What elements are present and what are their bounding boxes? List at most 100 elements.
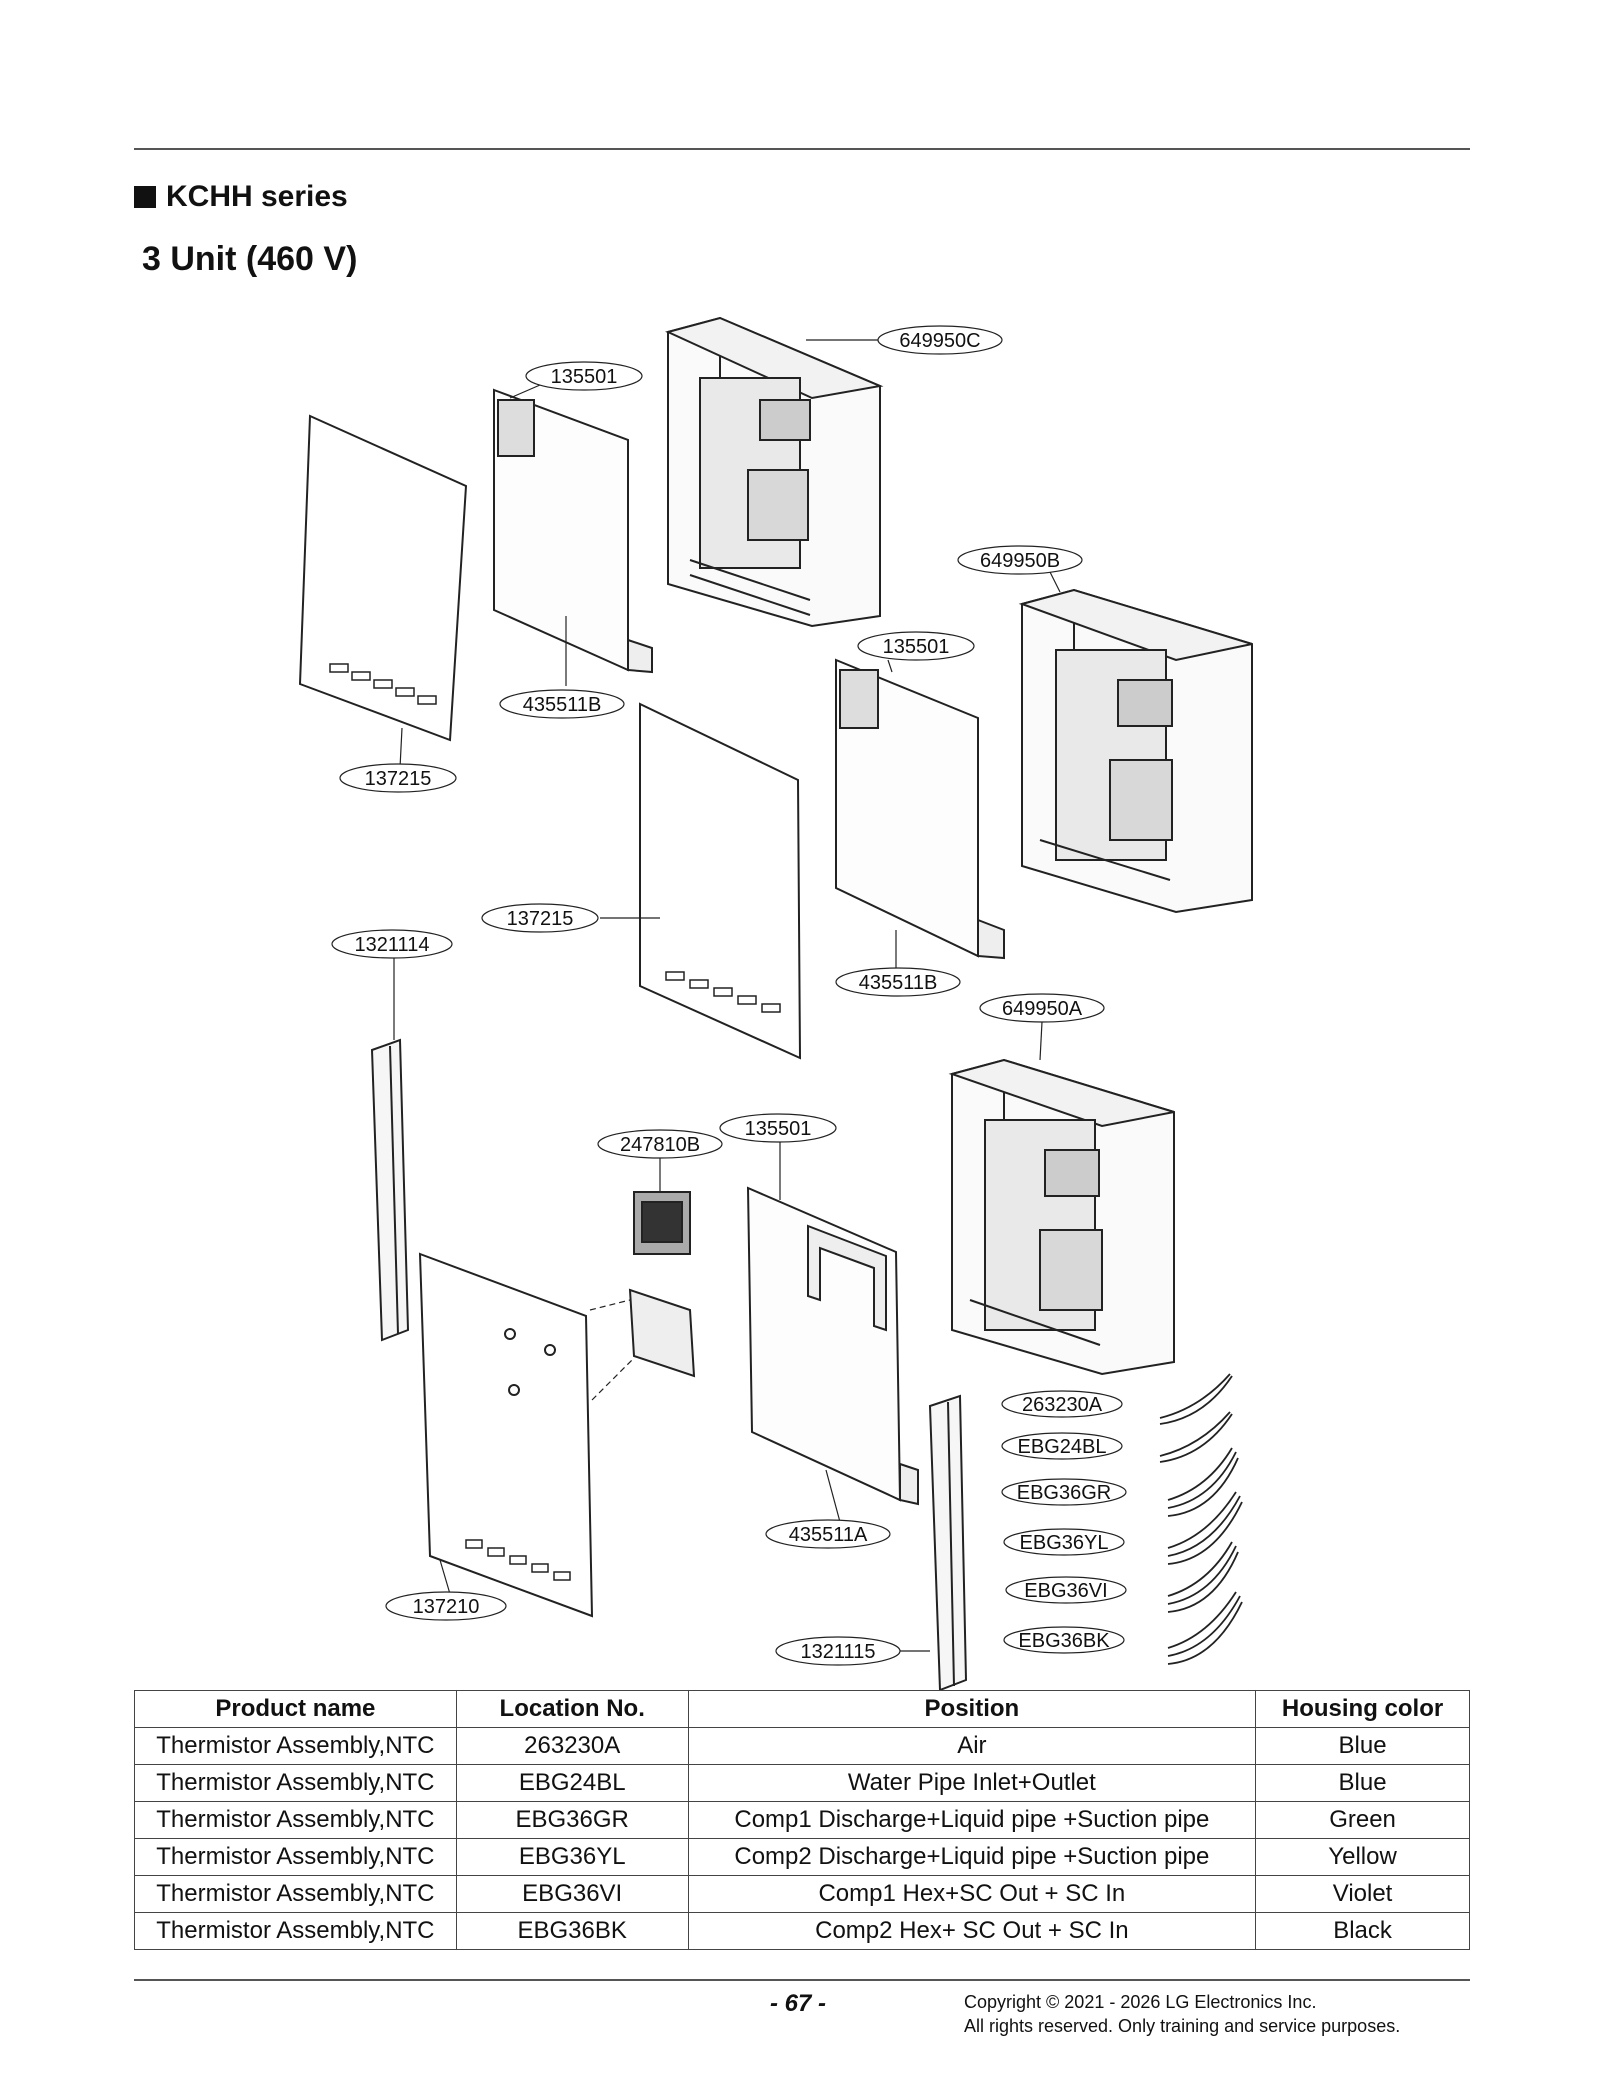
svg-text:1321114: 1321114 — [355, 934, 430, 956]
callout-1321114: 1321114 — [331, 929, 453, 959]
callout-135501-mid: 135501 — [857, 631, 975, 661]
table-row: Thermistor Assembly,NTC EBG36BK Comp2 He… — [134, 1912, 1470, 1950]
callout-135501-top: 135501 — [525, 361, 643, 391]
svg-text:EBG36GR: EBG36GR — [1017, 1482, 1111, 1504]
svg-text:649950A: 649950A — [1002, 998, 1083, 1020]
svg-text:EBG24BL: EBG24BL — [1018, 1436, 1107, 1458]
cell-location-no: 263230A — [455, 1727, 689, 1765]
cell-housing-color: Violet — [1255, 1875, 1470, 1913]
cell-location-no: EBG36GR — [455, 1801, 689, 1839]
square-bullet-icon — [134, 186, 156, 208]
callout-435511b-upper: 435511B — [499, 689, 625, 719]
table-row: Thermistor Assembly,NTC 263230A Air Blue — [134, 1727, 1470, 1765]
cell-product-name: Thermistor Assembly,NTC — [134, 1801, 457, 1839]
cell-location-no: EBG24BL — [455, 1764, 689, 1802]
cell-housing-color: Blue — [1255, 1727, 1470, 1765]
callout-649950b: 649950B — [957, 545, 1083, 575]
leader-lines — [393, 339, 1061, 1652]
cell-location-no: EBG36YL — [455, 1838, 689, 1876]
callout-137215-lower: 137215 — [481, 903, 599, 933]
controller-247810b — [589, 1191, 696, 1401]
callout-435511a: 435511A — [765, 1519, 891, 1549]
svg-text:EBG36BK: EBG36BK — [1018, 1630, 1110, 1652]
copyright-line-1: Copyright © 2021 - 2026 LG Electronics I… — [964, 1992, 1317, 2012]
header-location-no: Location No. — [455, 1690, 689, 1728]
unit-title: 3 Unit (460 V) — [142, 240, 358, 278]
cell-product-name: Thermistor Assembly,NTC — [134, 1764, 457, 1802]
callout-435511b-lower: 435511B — [835, 967, 961, 997]
unit-chassis-a — [948, 1058, 1175, 1376]
svg-text:135501: 135501 — [551, 366, 618, 388]
callout-1321115: 1321115 — [775, 1636, 901, 1666]
svg-text:EBG36VI: EBG36VI — [1024, 1580, 1107, 1602]
side-panel-137215-upper — [298, 414, 468, 742]
top-rule — [134, 148, 1470, 150]
cell-housing-color: Yellow — [1255, 1838, 1470, 1876]
svg-text:137210: 137210 — [413, 1596, 480, 1618]
callout-263230a: 263230A — [1001, 1390, 1123, 1418]
cell-product-name: Thermistor Assembly,NTC — [134, 1912, 457, 1950]
side-panel-137215-lower — [639, 702, 802, 1060]
callout-ebg36bk: EBG36BK — [1003, 1626, 1125, 1654]
table-row: Thermistor Assembly,NTC EBG36GR Comp1 Di… — [134, 1801, 1470, 1839]
cell-housing-color: Blue — [1255, 1764, 1470, 1802]
table-row: Thermistor Assembly,NTC EBG36YL Comp2 Di… — [134, 1838, 1470, 1876]
cell-product-name: Thermistor Assembly,NTC — [134, 1838, 457, 1876]
cell-product-name: Thermistor Assembly,NTC — [134, 1875, 457, 1913]
table-header-row: Product name Location No. Position Housi… — [134, 1690, 1470, 1728]
front-panel-137210 — [418, 1252, 594, 1618]
page-number: - 67 - — [770, 1990, 827, 2017]
copyright-line-2: All rights reserved. Only training and s… — [964, 2016, 1401, 2036]
cell-position: Comp2 Hex+ SC Out + SC In — [687, 1912, 1257, 1950]
unit-chassis-c — [665, 316, 884, 628]
callout-649950c: 649950C — [877, 325, 1003, 355]
series-heading: KCHH series — [134, 180, 348, 214]
inner-panel-435511a — [746, 1186, 919, 1506]
svg-text:435511A: 435511A — [789, 1524, 868, 1546]
table-row: Thermistor Assembly,NTC EBG24BL Water Pi… — [134, 1764, 1470, 1802]
svg-text:EBG36YL: EBG36YL — [1020, 1532, 1109, 1554]
callout-ebg24bl: EBG24BL — [1001, 1432, 1123, 1460]
header-position: Position — [687, 1690, 1257, 1728]
inner-panel-435511b-lower — [835, 658, 1005, 960]
cell-position: Air — [687, 1727, 1257, 1765]
svg-text:247810B: 247810B — [620, 1134, 700, 1156]
exploded-parts-diagram: 649950C 135501 649950B 135501 435511B 13… — [298, 316, 1253, 1690]
callout-ebg36gr: EBG36GR — [1001, 1478, 1127, 1506]
callout-247810b: 247810B — [597, 1129, 723, 1159]
cell-position: Water Pipe Inlet+Outlet — [687, 1764, 1257, 1802]
header-product-name: Product name — [134, 1690, 457, 1728]
cell-position: Comp1 Hex+SC Out + SC In — [687, 1875, 1257, 1913]
svg-text:263230A: 263230A — [1022, 1394, 1103, 1416]
cell-position: Comp2 Discharge+Liquid pipe +Suction pip… — [687, 1838, 1257, 1876]
cell-housing-color: Black — [1255, 1912, 1470, 1950]
callout-label: 649950C — [899, 330, 980, 352]
copyright-notice: Copyright © 2021 - 2026 LG Electronics I… — [964, 1990, 1400, 2038]
callout-ebg36yl: EBG36YL — [1003, 1528, 1125, 1556]
bracket-1321115 — [928, 1394, 968, 1690]
svg-text:435511B: 435511B — [523, 694, 602, 716]
svg-text:135501: 135501 — [883, 636, 950, 658]
header-housing-color: Housing color — [1255, 1690, 1470, 1728]
svg-text:137215: 137215 — [507, 908, 574, 930]
cell-location-no: EBG36VI — [455, 1875, 689, 1913]
callouts: 649950C 135501 649950B 135501 435511B 13… — [331, 325, 1127, 1666]
unit-chassis-b — [1018, 588, 1253, 914]
cell-location-no: EBG36BK — [455, 1912, 689, 1950]
bottom-rule — [134, 1979, 1470, 1981]
callout-649950a: 649950A — [979, 993, 1105, 1023]
cell-housing-color: Green — [1255, 1801, 1470, 1839]
thermistor-wires — [1159, 1373, 1243, 1665]
callout-135501-lower: 135501 — [719, 1113, 837, 1143]
callout-137210: 137210 — [385, 1591, 507, 1621]
cell-product-name: Thermistor Assembly,NTC — [134, 1727, 457, 1765]
svg-text:435511B: 435511B — [859, 972, 938, 994]
svg-text:649950B: 649950B — [980, 550, 1060, 572]
svg-text:135501: 135501 — [745, 1118, 812, 1140]
bracket-1321114 — [370, 1038, 410, 1342]
svg-text:137215: 137215 — [365, 768, 432, 790]
callout-137215-upper: 137215 — [339, 763, 457, 793]
thermistor-table: Product name Location No. Position Housi… — [134, 1690, 1470, 1950]
table-row: Thermistor Assembly,NTC EBG36VI Comp1 He… — [134, 1875, 1470, 1913]
svg-text:1321115: 1321115 — [801, 1641, 876, 1663]
